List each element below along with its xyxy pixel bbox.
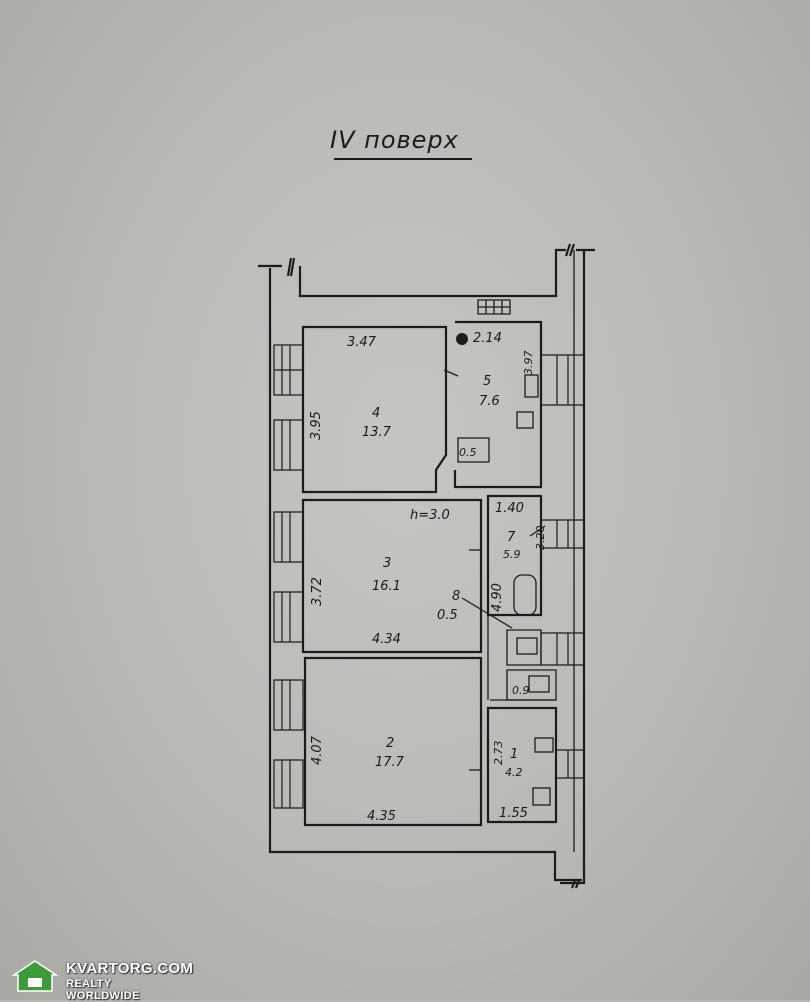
floor-title: IV поверх (330, 126, 459, 154)
cabinet-icon (524, 374, 539, 398)
room-7-width: 1.40 (495, 501, 524, 516)
room-5-width: 2.14 (473, 331, 502, 346)
fixtures (443, 333, 554, 806)
door-mark (443, 369, 459, 377)
watermark: KVARTORG.COM REALTY WORLDWIDE (8, 958, 193, 1002)
room-1-number: 1 (510, 747, 518, 762)
corridor-length: 4.90 (490, 583, 505, 612)
room-5-length: 3.97 (522, 351, 535, 376)
stove-icon (456, 333, 468, 345)
room-4-width: 3.47 (347, 335, 377, 350)
wc-area: 0.9 (512, 684, 530, 697)
windows-right (540, 354, 585, 779)
watermark-name: KVARTORG.COM (66, 960, 194, 977)
vent-grille-icon (477, 299, 511, 315)
sink-icon (516, 411, 534, 429)
title-underline (334, 158, 472, 160)
room-7-area: 5.9 (503, 548, 521, 561)
outer-walls (258, 243, 595, 889)
leader-line (461, 597, 513, 629)
room-3-area: 16.1 (372, 579, 401, 594)
room-1-area: 4.2 (505, 766, 523, 779)
room-1-width: 1.55 (499, 806, 528, 821)
windows-left (273, 344, 304, 809)
room-8-area: 0.5 (437, 608, 458, 623)
room-4-length: 3.95 (309, 411, 324, 440)
cooker-icon (532, 787, 551, 806)
labels: 3.47 4 13.7 3.95 2.14 5 7.6 3.97 0.5 h=3… (309, 331, 547, 824)
room-1-length: 2.73 (492, 741, 505, 766)
room-3-length: 3.72 (310, 577, 325, 606)
room-2-number: 2 (386, 736, 394, 751)
bathtub-icon (513, 574, 537, 616)
room-7-length: 3.20 (534, 526, 547, 551)
room-3-width: 4.34 (372, 632, 401, 647)
pantry-area: 0.5 (459, 446, 477, 459)
room-4-number: 4 (372, 406, 380, 421)
basin-icon (528, 675, 550, 693)
room-3-height: h=3.0 (410, 508, 450, 523)
room-5-number: 5 (483, 374, 491, 389)
heater-icon (534, 737, 554, 753)
room-7-number: 7 (507, 530, 516, 545)
house-logo-icon (12, 960, 58, 992)
room-4-area: 13.7 (362, 425, 392, 440)
room-5-area: 7.6 (479, 394, 500, 409)
toilet-icon (516, 637, 538, 655)
room-8-number: 8 (452, 589, 460, 604)
watermark-tagline: REALTY WORLDWIDE (66, 978, 140, 1002)
room-3-number: 3 (383, 556, 391, 571)
leader-line (529, 525, 546, 537)
room-2-length: 4.07 (310, 735, 325, 765)
room-2-width: 4.35 (367, 809, 396, 824)
room-2-area: 17.7 (375, 755, 405, 770)
